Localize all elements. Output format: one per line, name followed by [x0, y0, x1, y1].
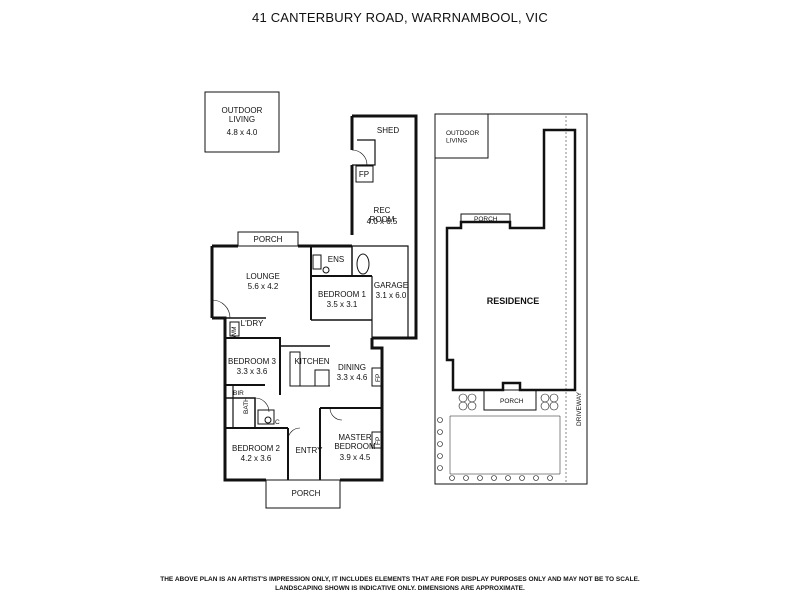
dining-size: 3.3 x 4.6 [337, 373, 368, 382]
bedroom2-size: 4.2 x 3.6 [241, 454, 272, 463]
fireplace-rec [355, 165, 374, 183]
bath-label: BATH [243, 397, 250, 414]
page-title: 41 CANTERBURY ROAD, WARRNAMBOOL, VIC [252, 10, 548, 25]
site-porch-rear-label: PORCH [474, 216, 498, 223]
bedroom3-size: 3.3 x 3.6 [237, 367, 268, 376]
fp-dining-label: FP [375, 374, 382, 382]
site-porch-front [483, 389, 537, 411]
garage-size: 3.1 x 6.0 [376, 291, 407, 300]
outdoor-living-area [204, 91, 280, 153]
fireplace-master [371, 431, 383, 449]
ens-label: ENS [328, 255, 344, 264]
rec-room-wall [352, 114, 418, 340]
porch-front-label: PORCH [292, 489, 321, 498]
residence-footprint [445, 128, 577, 392]
driveway-label: DRIVEWAY [576, 391, 583, 426]
kitchen-label: KITCHEN [294, 357, 329, 366]
washing-machine [229, 321, 240, 337]
garage-wall [352, 245, 409, 338]
outdoor-living-size: 4.8 x 4.0 [227, 128, 258, 137]
ldry-label: L'DRY [241, 319, 264, 328]
disclaimer: THE ABOVE PLAN IS AN ARTIST'S IMPRESSION… [0, 575, 800, 593]
porch-back [237, 231, 299, 247]
site-porch-rear [460, 213, 511, 223]
site-outdoor-living [434, 113, 489, 159]
fireplace-dining [371, 367, 383, 387]
bedroom1-size: 3.5 x 3.1 [327, 300, 358, 309]
dining-name: DINING [338, 363, 366, 372]
porch-back-label: PORCH [254, 235, 283, 244]
lounge-size: 5.6 x 4.2 [248, 282, 279, 291]
c-label: C [275, 419, 280, 426]
ensuite-bath [356, 253, 370, 275]
bedroom3-name: BEDROOM 3 [228, 357, 277, 366]
porch-front [265, 479, 341, 509]
house-outer-wall [212, 316, 266, 482]
lounge-name: LOUNGE [246, 272, 280, 281]
site-boundary [434, 113, 588, 485]
entry-label: ENTRY [296, 446, 324, 455]
master-size: 3.9 x 4.5 [340, 453, 371, 462]
site-porch-front-label: PORCH [500, 398, 524, 405]
rec-room-size: 4.0 x 6.5 [367, 217, 398, 226]
bedroom1-name: BEDROOM 1 [318, 290, 367, 299]
disclaimer-line-1: THE ABOVE PLAN IS AN ARTIST'S IMPRESSION… [160, 576, 640, 583]
wm-label: WM [231, 326, 238, 338]
garage-name: GARAGE [374, 281, 408, 290]
bir-label: BIR [233, 390, 244, 397]
shed-label: SHED [377, 126, 399, 135]
bedroom2-name: BEDROOM 2 [232, 444, 281, 453]
bath-fixture [257, 409, 275, 425]
disclaimer-line-2: LANDSCAPING SHOWN IS INDICATIVE ONLY. DI… [275, 585, 525, 592]
fp-master-label: FP [375, 437, 382, 445]
fp-rec-label: FP [359, 170, 369, 179]
residence-label: RESIDENCE [487, 296, 540, 306]
